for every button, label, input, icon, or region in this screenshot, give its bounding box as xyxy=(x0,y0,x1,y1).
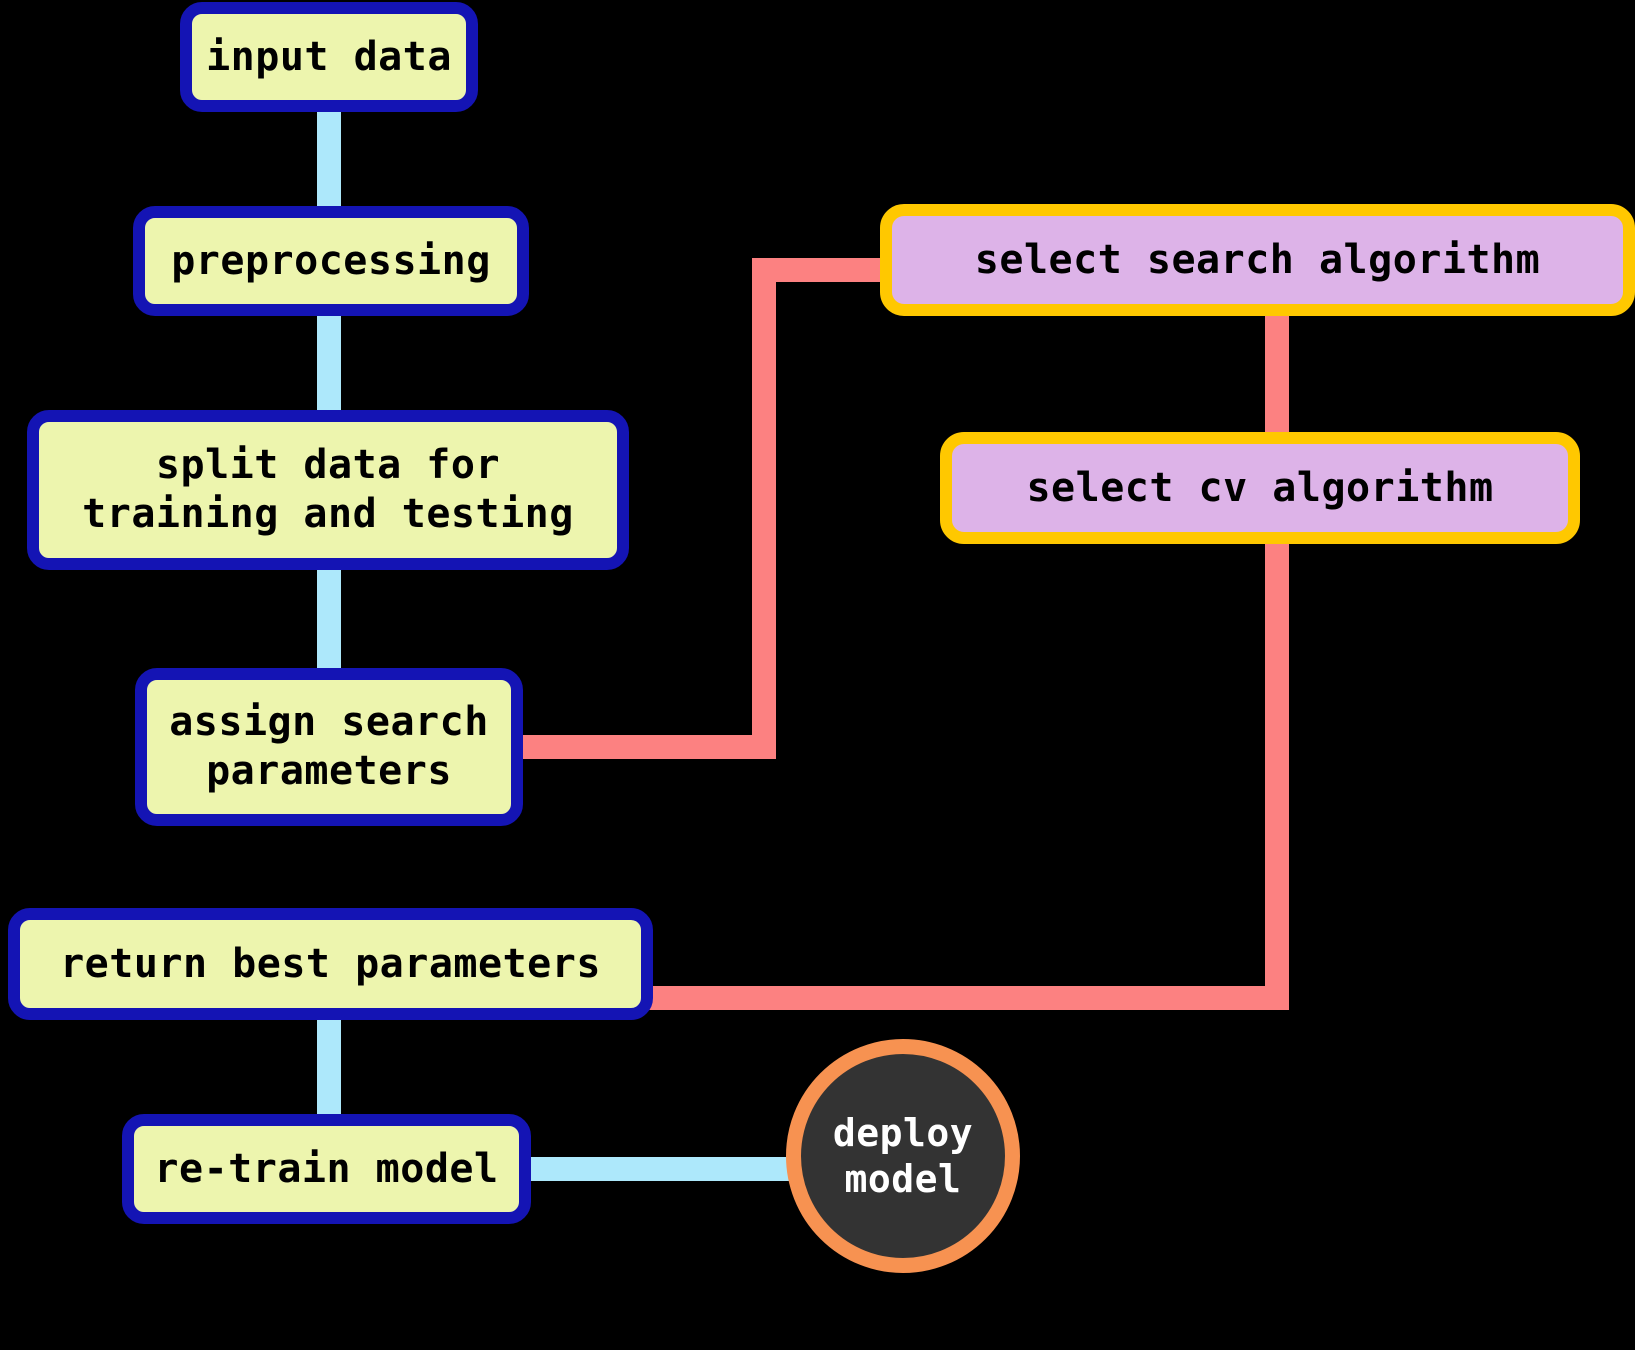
node-select-search-algorithm[interactable]: select search algorithm xyxy=(880,204,1635,316)
edge-return-best-to-re-train-model xyxy=(317,1010,341,1122)
node-assign-search-parameters[interactable]: assign search parameters xyxy=(135,668,523,826)
edge-split-data-to-assign-search-parameters xyxy=(317,558,341,686)
edge-select-cv-to-return-best-h xyxy=(640,986,1289,1010)
edge-select-cv-to-return-best-v xyxy=(1265,510,1289,1010)
node-preprocessing[interactable]: preprocessing xyxy=(133,206,529,316)
node-return-best-parameters[interactable]: return best parameters xyxy=(8,908,653,1020)
node-select-cv-algorithm[interactable]: select cv algorithm xyxy=(940,432,1580,544)
edge-input-data-to-preprocessing xyxy=(317,104,341,224)
edge-assign-params-to-select-search-v xyxy=(752,258,776,759)
edge-preprocessing-to-split-data xyxy=(317,306,341,428)
edge-re-train-model-to-deploy-model xyxy=(520,1157,810,1181)
node-input-data[interactable]: input data xyxy=(180,2,478,112)
node-deploy-model[interactable]: deploy model xyxy=(786,1039,1020,1273)
node-split-data[interactable]: split data for training and testing xyxy=(27,410,629,570)
node-re-train-model[interactable]: re-train model xyxy=(122,1114,531,1224)
edge-assign-params-to-select-search-h1 xyxy=(505,735,776,759)
